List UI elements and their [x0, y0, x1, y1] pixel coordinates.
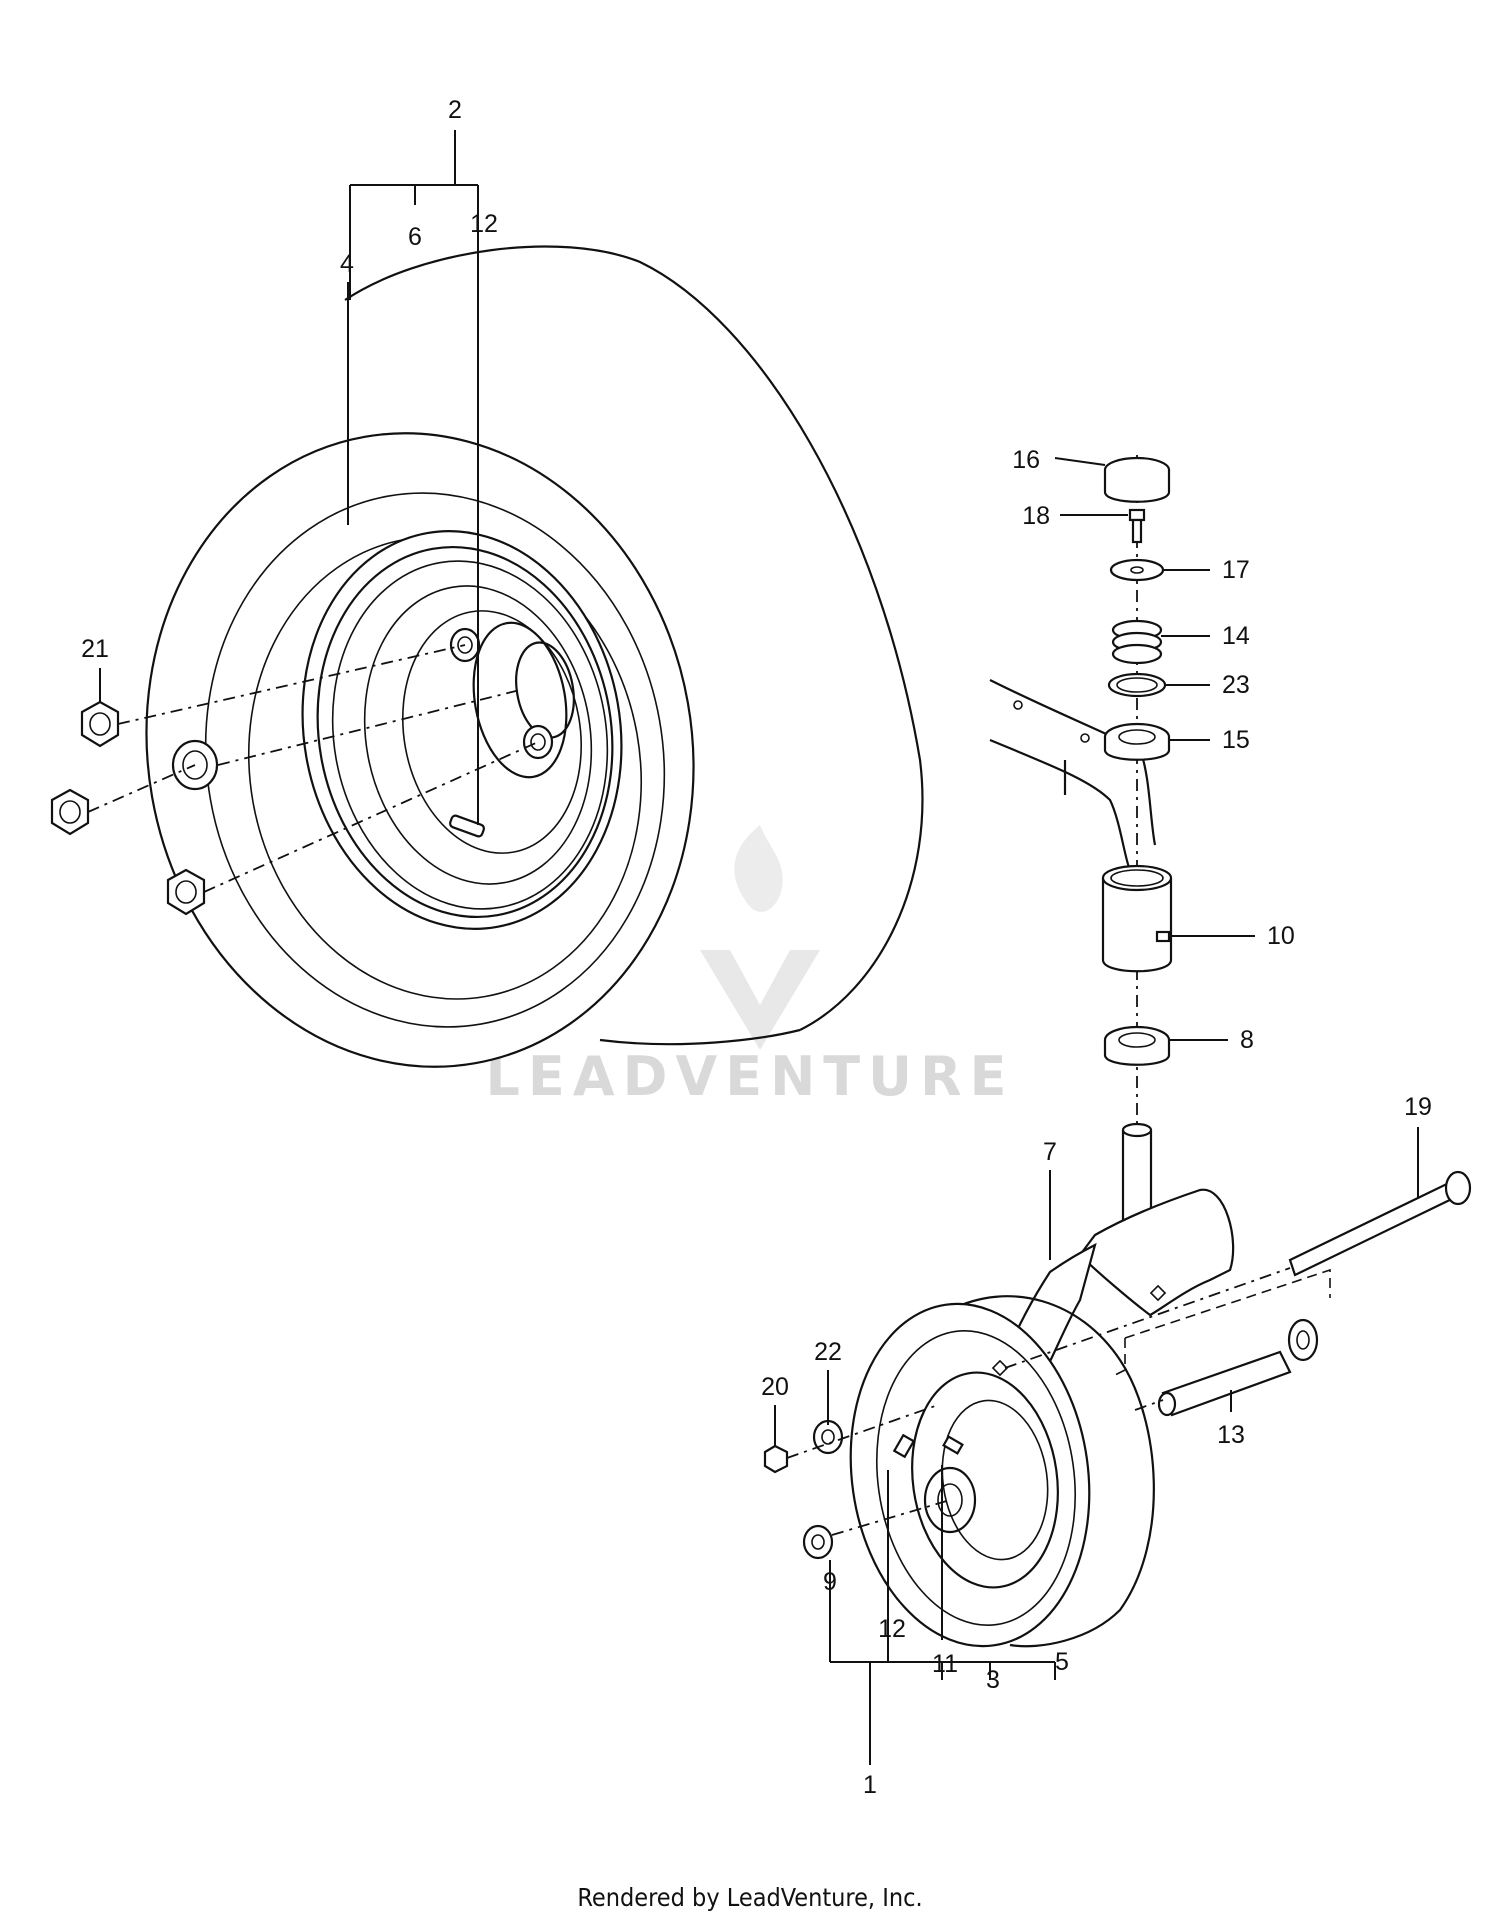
watermark-text: LEADVENTURE	[486, 1045, 1015, 1108]
callout-11: 11	[932, 1650, 958, 1678]
lug-nuts	[50, 644, 539, 916]
callout-17: 17	[1222, 556, 1250, 584]
callout-21: 21	[81, 635, 109, 663]
footer-credit: Rendered by LeadVenture, Inc.	[577, 1883, 922, 1912]
callout-15: 15	[1222, 726, 1250, 754]
leader-lines	[99, 457, 1419, 1602]
watermark: LEADVENTURE	[486, 825, 1015, 1108]
callout-9: 9	[823, 1568, 837, 1596]
callout-8: 8	[1240, 1026, 1254, 1054]
callout-18: 18	[1022, 502, 1050, 530]
callout-2: 2	[448, 96, 462, 124]
callout-22: 22	[814, 1338, 842, 1366]
caster-arm-drawing	[989, 679, 1157, 871]
callout-6: 6	[408, 223, 422, 251]
callout-14: 14	[1222, 622, 1250, 650]
callout-12-bottom: 12	[878, 1615, 906, 1643]
callout-23: 23	[1222, 671, 1250, 699]
callout-12-top: 12	[470, 210, 498, 238]
callout-19: 19	[1404, 1093, 1432, 1121]
callout-labels: 2 6 12 4 21 16 18 17 14 23 15 10 8 19 7 …	[81, 96, 1432, 1799]
callout-20: 20	[761, 1373, 789, 1401]
callout-13: 13	[1217, 1421, 1245, 1449]
callout-1: 1	[863, 1771, 877, 1799]
callout-4: 4	[340, 250, 354, 278]
callout-bracket-bottom	[829, 1465, 1056, 1765]
caster-fork-drawing	[849, 1122, 1235, 1648]
callout-bracket-top	[347, 130, 479, 825]
drive-wheel-drawing	[145, 245, 924, 1068]
caster-hardware	[763, 1170, 1472, 1560]
caster-stack	[1101, 456, 1173, 1066]
callout-3: 3	[986, 1666, 1000, 1694]
callout-7: 7	[1043, 1138, 1057, 1166]
callout-16: 16	[1012, 446, 1040, 474]
callout-5: 5	[1055, 1648, 1069, 1676]
callout-10: 10	[1267, 922, 1295, 950]
